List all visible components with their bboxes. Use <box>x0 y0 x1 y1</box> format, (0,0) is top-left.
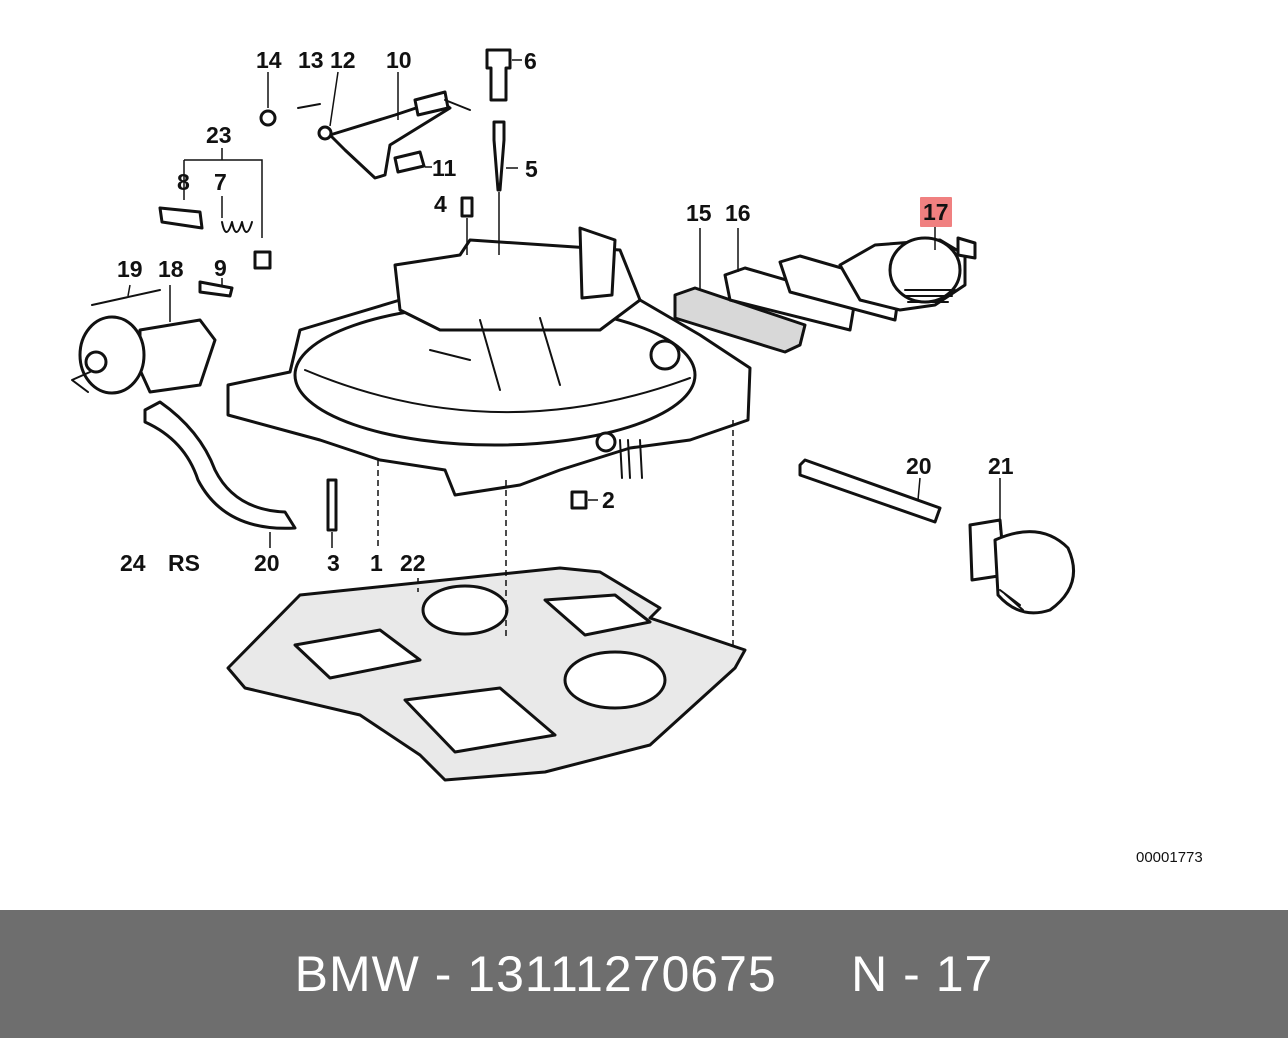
alignment-lines <box>377 420 734 650</box>
cap-part-23[interactable] <box>253 250 272 270</box>
pin-part-3[interactable] <box>326 478 338 548</box>
diagram-reference-code: 00001773 <box>1136 849 1203 866</box>
callout-17[interactable]: 17 <box>923 199 949 225</box>
hose-part-20[interactable] <box>143 400 297 548</box>
callout-20-left[interactable]: 20 <box>254 550 280 576</box>
needle-part-5[interactable] <box>492 120 518 255</box>
rod-part-19[interactable] <box>91 284 161 306</box>
kit-bracket-part-23[interactable] <box>183 148 263 238</box>
callout-7[interactable]: 7 <box>214 169 227 195</box>
gasket-part-22[interactable] <box>226 566 747 782</box>
pin-part-13[interactable] <box>297 103 321 109</box>
bushing-part-11[interactable] <box>393 150 432 174</box>
plunger-part-8[interactable] <box>158 206 204 230</box>
callout-6[interactable]: 6 <box>524 48 537 74</box>
callout-4[interactable]: 4 <box>434 191 447 217</box>
highlight-box <box>920 197 952 227</box>
callout-16[interactable]: 16 <box>725 200 751 226</box>
callout-15[interactable]: 15 <box>686 200 712 226</box>
gasket-part-15[interactable] <box>673 228 807 354</box>
callout-8[interactable]: 8 <box>177 169 190 195</box>
clip-part-14[interactable] <box>259 72 277 127</box>
callout-13[interactable]: 13 <box>298 47 324 73</box>
screw-part-9[interactable] <box>198 278 234 298</box>
callout-24[interactable]: 24 <box>120 550 146 576</box>
callout-21[interactable]: 21 <box>988 453 1014 479</box>
parts-diagram: 14 13 12 10 6 23 11 5 8 7 4 15 16 17 19 … <box>71 47 1203 866</box>
spring-part-7[interactable] <box>221 196 253 233</box>
part-number-caption: BMW - 13111270675 N - 17 <box>294 946 994 1002</box>
callout-10[interactable]: 10 <box>386 47 412 73</box>
footer-bar: BMW - 13111270675 N - 17 <box>0 910 1288 1038</box>
callout-23[interactable]: 23 <box>206 122 232 148</box>
callout-18[interactable]: 18 <box>158 256 184 282</box>
callout-19[interactable]: 19 <box>117 256 143 282</box>
callout-22[interactable]: 22 <box>400 550 426 576</box>
choke-part-17[interactable] <box>778 225 977 322</box>
callout-11[interactable]: 11 <box>432 155 457 181</box>
lever-assembly-part-10[interactable] <box>328 72 471 180</box>
callout-12[interactable]: 12 <box>330 47 356 73</box>
plate-part-16[interactable] <box>723 228 857 332</box>
rod-part-20-right[interactable] <box>798 458 942 524</box>
diaphragm-part-18[interactable] <box>71 285 217 395</box>
callout-20-right[interactable]: 20 <box>906 453 932 479</box>
washer-part-12[interactable] <box>317 71 339 141</box>
callout-2[interactable]: 2 <box>602 487 615 513</box>
callout-rs[interactable]: RS <box>168 550 200 576</box>
cap-part-21[interactable] <box>968 478 1076 615</box>
jet-part-4[interactable] <box>460 196 474 255</box>
callout-9[interactable]: 9 <box>214 255 227 281</box>
carburettor-housing-part-1[interactable] <box>226 226 752 497</box>
callout-1[interactable]: 1 <box>370 550 383 576</box>
callout-5[interactable]: 5 <box>525 156 538 182</box>
valve-part-6[interactable] <box>485 48 522 102</box>
callout-14[interactable]: 14 <box>256 47 282 73</box>
screw-part-2[interactable] <box>570 490 598 510</box>
callout-3[interactable]: 3 <box>327 550 340 576</box>
